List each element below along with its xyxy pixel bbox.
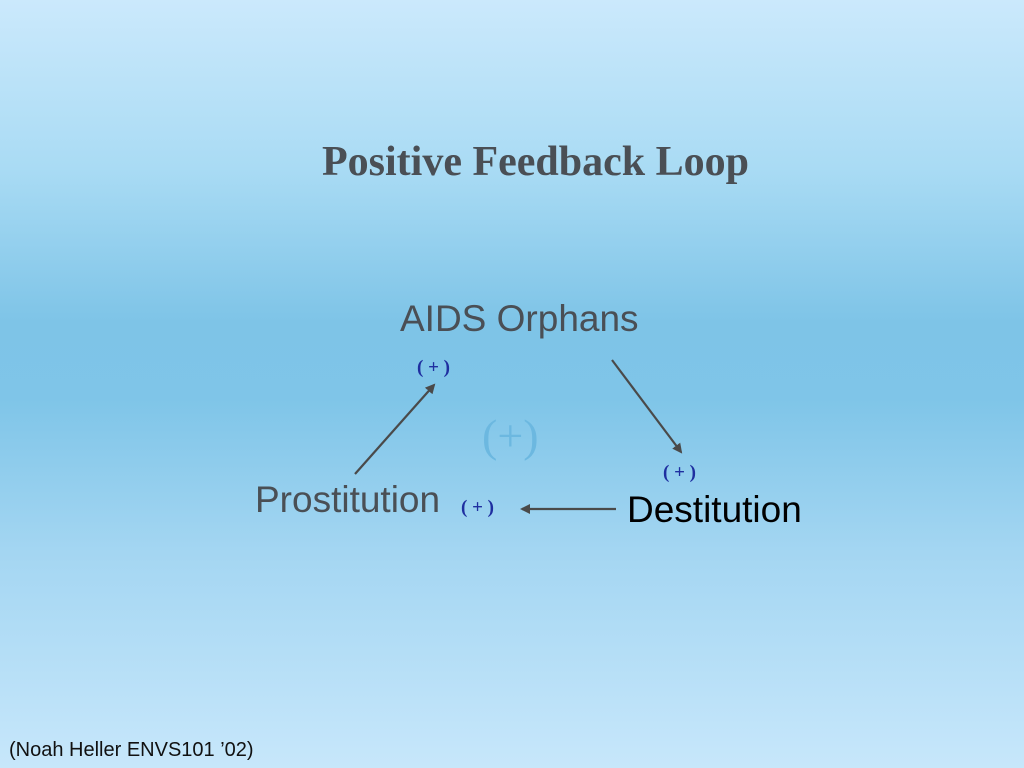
node-aids-orphans: AIDS Orphans: [400, 298, 639, 339]
edge-sign-aids-to-destitution: ( + ): [663, 462, 696, 483]
edge-sign-destitution-to-prostitution: ( + ): [461, 497, 494, 518]
node-destitution: Destitution: [627, 489, 802, 530]
arrow-aids-to-destitution: [611, 359, 683, 454]
arrow-prostitution-to-aids: [354, 383, 436, 475]
loop-polarity-label: (+): [482, 410, 539, 461]
slide-title: Positive Feedback Loop: [322, 139, 749, 185]
slide-credit: (Noah Heller ENVS101 ’02): [9, 739, 254, 761]
edge-sign-prostitution-to-aids: ( + ): [417, 357, 450, 378]
node-prostitution: Prostitution: [255, 479, 441, 520]
